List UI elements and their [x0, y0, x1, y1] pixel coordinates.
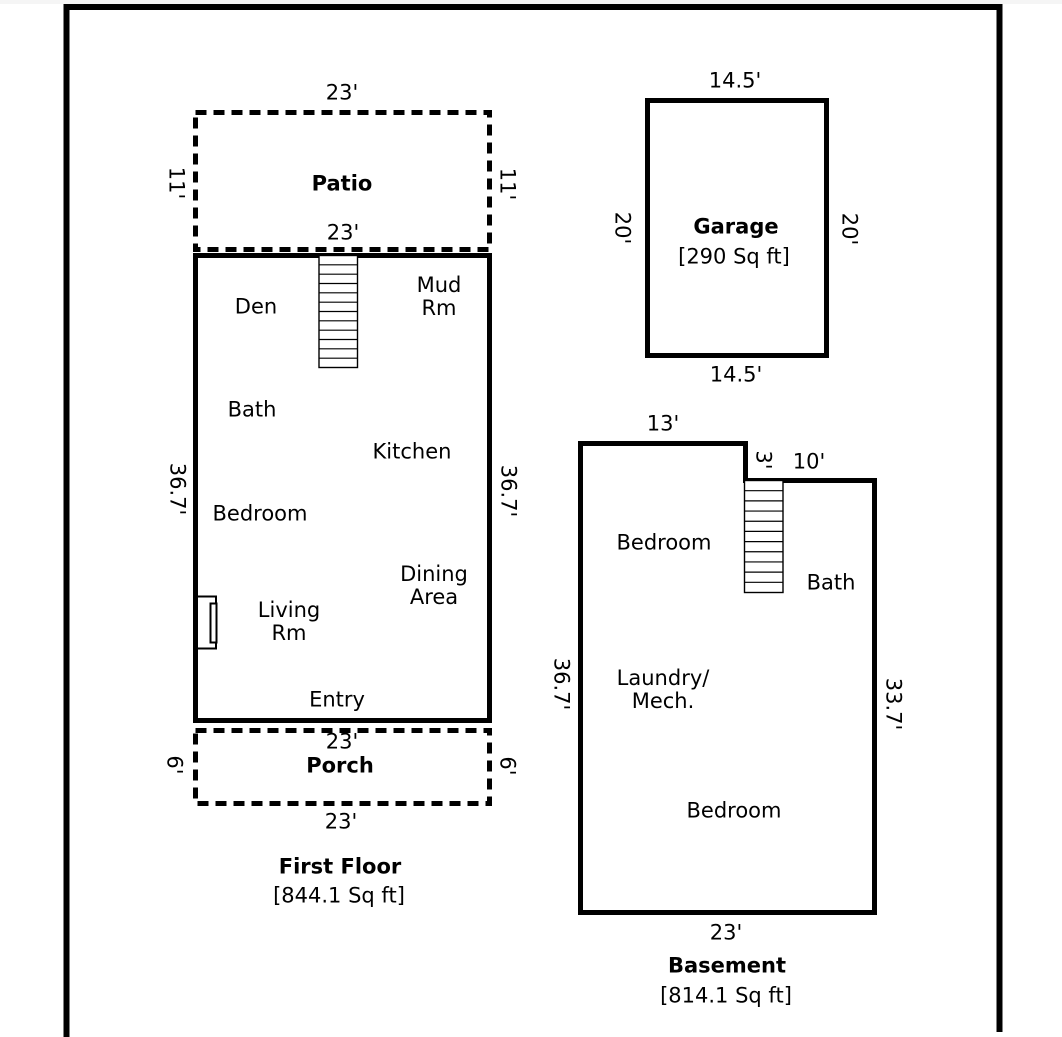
- first-floor-staircase-symbol: [318, 254, 359, 369]
- porch-outline: [193, 728, 492, 806]
- fireplace-symbol: [196, 595, 218, 650]
- first-floor-title: First Floor: [278, 854, 402, 879]
- first-floor-height-label-right: 36.7': [496, 464, 521, 518]
- porch-height-label-right: 6': [495, 756, 520, 776]
- room-label-bath: Bath: [227, 397, 277, 422]
- garage-width-label-bottom: 14.5': [709, 362, 763, 387]
- patio-height-label-left: 11': [164, 166, 189, 200]
- porch-name-label: Porch: [306, 753, 374, 778]
- garage-area: [290 Sq ft]: [678, 244, 790, 269]
- basement-height-label-right: 33.7': [881, 677, 906, 731]
- room-label-mud-room: Mud Rm: [416, 273, 462, 320]
- first-floor-width-label-bottom: 23': [325, 729, 359, 754]
- room-label-dining-area: Dining Area: [400, 562, 468, 609]
- staircase-outline: [743, 479, 784, 594]
- basement-staircase-symbol: [743, 479, 784, 594]
- patio-outline: [193, 110, 492, 252]
- patio-width-label-top: 23': [325, 80, 359, 105]
- basement-width-label-bottom: 23': [709, 920, 743, 945]
- room-label-laundry-mech: Laundry/ Mech.: [616, 666, 710, 713]
- basement-width-label-top-right: 10': [792, 449, 826, 474]
- basement-title: Basement: [667, 953, 787, 978]
- page-top-strip: [0, 0, 1062, 4]
- room-label-bedroom: Bedroom: [212, 501, 308, 526]
- room-label-kitchen: Kitchen: [372, 439, 452, 464]
- garage-height-label-left: 20': [610, 211, 635, 245]
- garage-width-label-top: 14.5': [708, 68, 762, 93]
- porch-height-label-left: 6': [162, 755, 187, 775]
- room-label-basement-bedroom-upper: Bedroom: [616, 530, 712, 555]
- first-floor-height-label-left: 36.7': [165, 462, 190, 516]
- basement-height-label-left: 36.7': [549, 657, 574, 711]
- basement-width-label-top-left: 13': [646, 411, 680, 436]
- first-floor-area: [844.1 Sq ft]: [273, 883, 405, 908]
- room-label-den: Den: [234, 294, 278, 319]
- room-label-entry: Entry: [309, 687, 365, 712]
- garage-height-label-right: 20': [837, 212, 862, 246]
- room-label-basement-bedroom-lower: Bedroom: [686, 798, 782, 823]
- porch-width-label-bottom: 23': [324, 809, 358, 834]
- patio-width-label-bottom: 23': [326, 220, 360, 245]
- basement-outline: [578, 441, 877, 915]
- garage-name-label: Garage: [693, 214, 779, 239]
- fireplace-inner-box: [209, 602, 218, 644]
- patio-name-label: Patio: [311, 171, 373, 196]
- room-label-living-room: Living Rm: [257, 598, 321, 645]
- garage-outline: [645, 98, 829, 358]
- room-label-basement-bath: Bath: [806, 570, 856, 595]
- patio-height-label-right: 11': [495, 167, 520, 201]
- page-border: [63, 4, 1003, 1037]
- basement-notch-height-label: 3': [751, 450, 776, 470]
- basement-area: [814.1 Sq ft]: [660, 983, 792, 1008]
